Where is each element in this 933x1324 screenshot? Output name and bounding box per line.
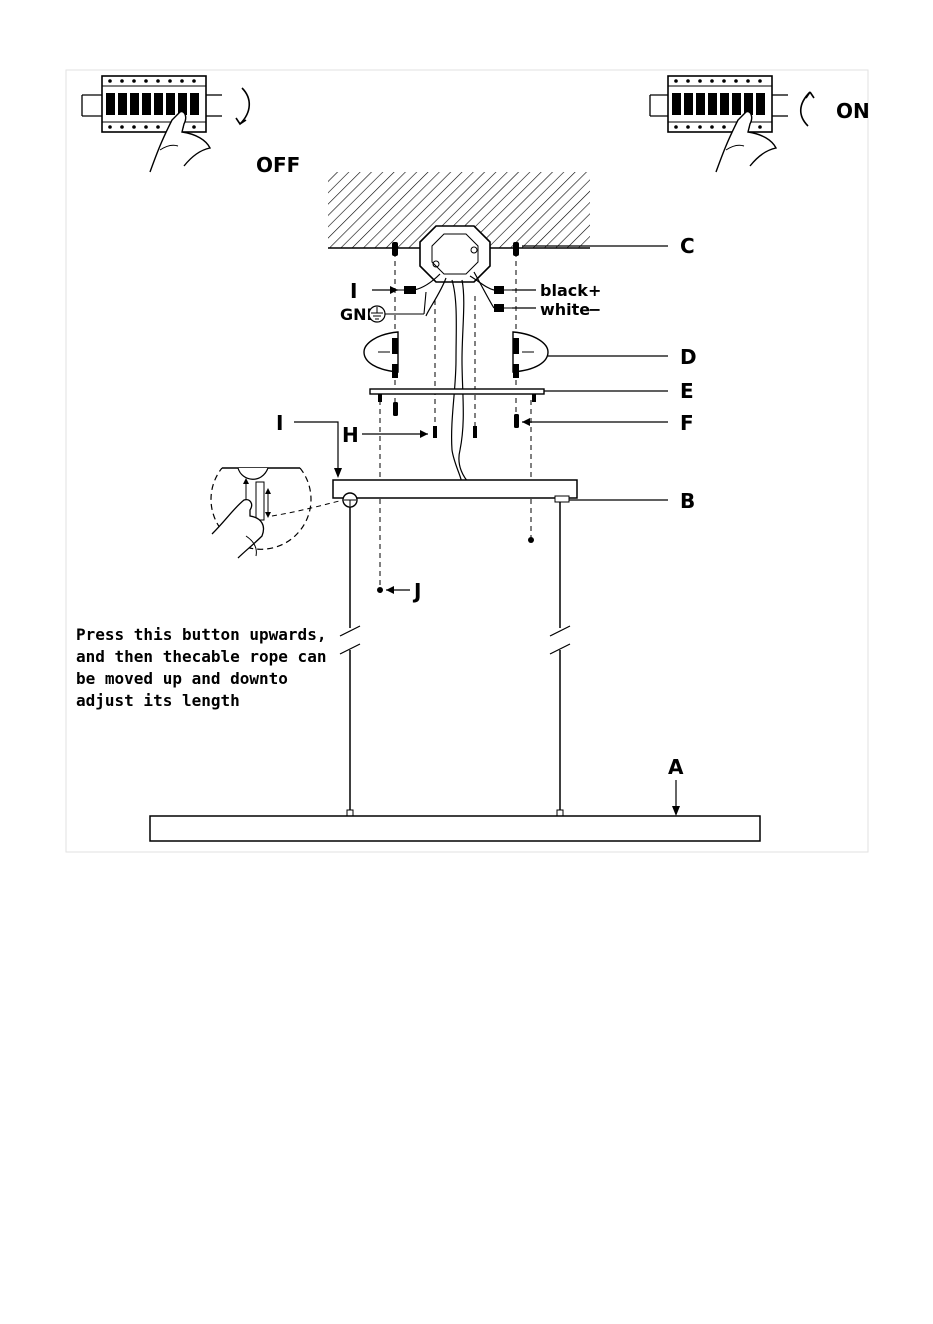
label-black: black — [540, 281, 588, 300]
instruction-line-2: and then thecable rope can — [76, 647, 326, 666]
label-j: J — [412, 579, 421, 603]
ground-symbol-icon — [369, 306, 385, 322]
detail-magnifier — [211, 468, 343, 558]
connector-black — [494, 286, 512, 294]
label-a: A — [668, 755, 684, 779]
instruction-line-3: be moved up and downto — [76, 669, 288, 688]
on-label: ON — [836, 99, 870, 123]
suspension-cables — [350, 502, 560, 812]
curved-arrow-up-icon — [801, 92, 814, 126]
instruction-line-1: Press this button upwards, — [76, 625, 326, 644]
cable-end-right — [528, 537, 534, 543]
canopy-clip — [555, 496, 569, 502]
lamp-body — [150, 816, 760, 841]
mains-wires — [414, 272, 494, 484]
label-c: C — [680, 234, 695, 258]
breaker-panel-off — [82, 76, 222, 172]
instruction-line-4: adjust its length — [76, 691, 240, 710]
label-i-upper: I — [350, 279, 357, 303]
curved-arrow-down-icon — [236, 88, 249, 124]
mounting-plate — [370, 389, 544, 402]
cable-end-j — [377, 587, 383, 593]
ceiling-screw-left — [392, 242, 398, 256]
label-i-lower: I — [276, 411, 283, 435]
label-b: B — [680, 489, 695, 513]
label-h: H — [342, 423, 359, 447]
connector-white — [494, 304, 512, 312]
junction-box — [420, 226, 490, 282]
label-d: D — [680, 345, 697, 369]
label-e: E — [680, 379, 694, 403]
connector-left — [398, 286, 416, 294]
plate-screw-right — [514, 414, 519, 428]
wall-anchor-right — [513, 332, 548, 378]
breaker-panel-on — [650, 76, 788, 172]
label-white-sign: − — [588, 300, 601, 319]
h-screw-right — [473, 426, 477, 438]
label-f: F — [680, 411, 694, 435]
h-screw-left — [433, 426, 437, 438]
wall-anchor-left — [364, 332, 398, 378]
ceiling-screw-right — [513, 242, 519, 256]
off-label: OFF — [256, 153, 300, 177]
label-black-sign: + — [588, 281, 601, 300]
label-white: white — [540, 300, 590, 319]
plate-screw-left — [393, 402, 398, 416]
canopy — [333, 480, 577, 498]
cable-break-marks — [340, 626, 570, 654]
